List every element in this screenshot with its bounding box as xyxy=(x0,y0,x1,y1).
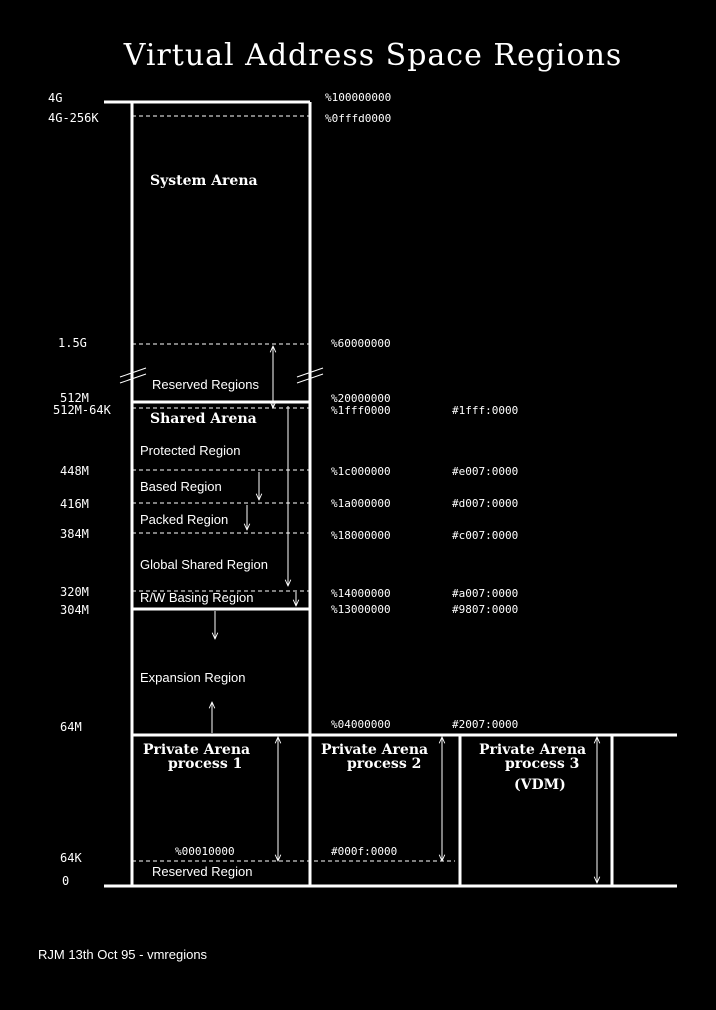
label-64m: 64M xyxy=(60,720,82,734)
tiled-320m: #a007:0000 xyxy=(452,587,518,600)
reserved-region-label: Reserved Region xyxy=(152,864,252,879)
label-512m: 512M xyxy=(60,391,89,405)
shared-arena-label: Shared Arena xyxy=(150,411,257,427)
addr-4g: %100000000 xyxy=(325,91,391,104)
based-region-label: Based Region xyxy=(140,479,222,494)
label-1-5g: 1.5G xyxy=(58,336,87,350)
tiled-512m-64k: #1fff:0000 xyxy=(452,404,518,417)
linear-address-labels: %100000000 %0fffd0000 %60000000 %2000000… xyxy=(175,91,397,858)
addr-320m: %14000000 xyxy=(331,587,391,600)
addr-64k-process-2: #000f:0000 xyxy=(331,845,397,858)
addr-512m: %20000000 xyxy=(331,392,391,405)
private-arena-1-process: process 1 xyxy=(168,756,242,772)
label-4g-256k: 4G-256K xyxy=(48,111,99,125)
tiled-64m: #2007:0000 xyxy=(452,718,518,731)
packed-region-label: Packed Region xyxy=(140,512,228,527)
label-304m: 304M xyxy=(60,603,89,617)
footer-credit: RJM 13th Oct 95 - vmregions xyxy=(38,947,208,962)
addr-64m: %04000000 xyxy=(331,718,391,731)
addr-64k-process-1: %00010000 xyxy=(175,845,235,858)
dashed-boundaries xyxy=(132,115,455,862)
addr-304m: %13000000 xyxy=(331,603,391,616)
global-shared-region-label: Global Shared Region xyxy=(140,557,268,572)
private-arena-labels: Private Arena process 1 Private Arena pr… xyxy=(143,742,586,793)
tiled-304m: #9807:0000 xyxy=(452,603,518,616)
expansion-region-label: Expansion Region xyxy=(140,670,246,685)
label-512m-64k: 512M-64K xyxy=(53,403,112,417)
diagram-title: Virtual Address Space Regions xyxy=(123,38,623,73)
label-64k: 64K xyxy=(60,851,82,865)
label-0: 0 xyxy=(62,874,69,888)
private-arena-3-title: Private Arena xyxy=(479,742,586,758)
addr-512m-64k: %1fff0000 xyxy=(331,404,391,417)
label-384m: 384M xyxy=(60,527,89,541)
tiled-416m: #d007:0000 xyxy=(452,497,518,510)
label-448m: 448M xyxy=(60,464,89,478)
addr-1-5g: %60000000 xyxy=(331,337,391,350)
tiled-address-labels: #1fff:0000 #e007:0000 #d007:0000 #c007:0… xyxy=(452,404,518,731)
addr-384m: %18000000 xyxy=(331,529,391,542)
address-space-column xyxy=(104,100,677,888)
label-4g: 4G xyxy=(48,91,62,105)
label-416m: 416M xyxy=(60,497,89,511)
private-arena-1-title: Private Arena xyxy=(143,742,250,758)
growth-arrows xyxy=(212,346,597,883)
private-arena-2-title: Private Arena xyxy=(321,742,428,758)
addr-416m: %1a000000 xyxy=(331,497,391,510)
private-arena-3-vdm: (VDM) xyxy=(514,777,566,793)
label-320m: 320M xyxy=(60,585,89,599)
reserved-regions-label: Reserved Regions xyxy=(152,377,259,392)
protected-region-label: Protected Region xyxy=(140,443,240,458)
private-arena-2-process: process 2 xyxy=(347,756,421,772)
private-arena-3-process: process 3 xyxy=(505,756,579,772)
region-labels: System Arena Reserved Regions Shared Are… xyxy=(140,173,268,879)
system-arena-label: System Arena xyxy=(150,173,258,189)
tiled-384m: #c007:0000 xyxy=(452,529,518,542)
tiled-448m: #e007:0000 xyxy=(452,465,518,478)
rw-basing-region-label: R/W Basing Region xyxy=(140,590,253,605)
left-axis-labels: 4G 4G-256K 1.5G 512M 512M-64K 448M 416M … xyxy=(48,91,112,888)
addr-448m: %1c000000 xyxy=(331,465,391,478)
addr-4g-256k: %0fffd0000 xyxy=(325,112,391,125)
axis-break-marks xyxy=(119,367,324,384)
